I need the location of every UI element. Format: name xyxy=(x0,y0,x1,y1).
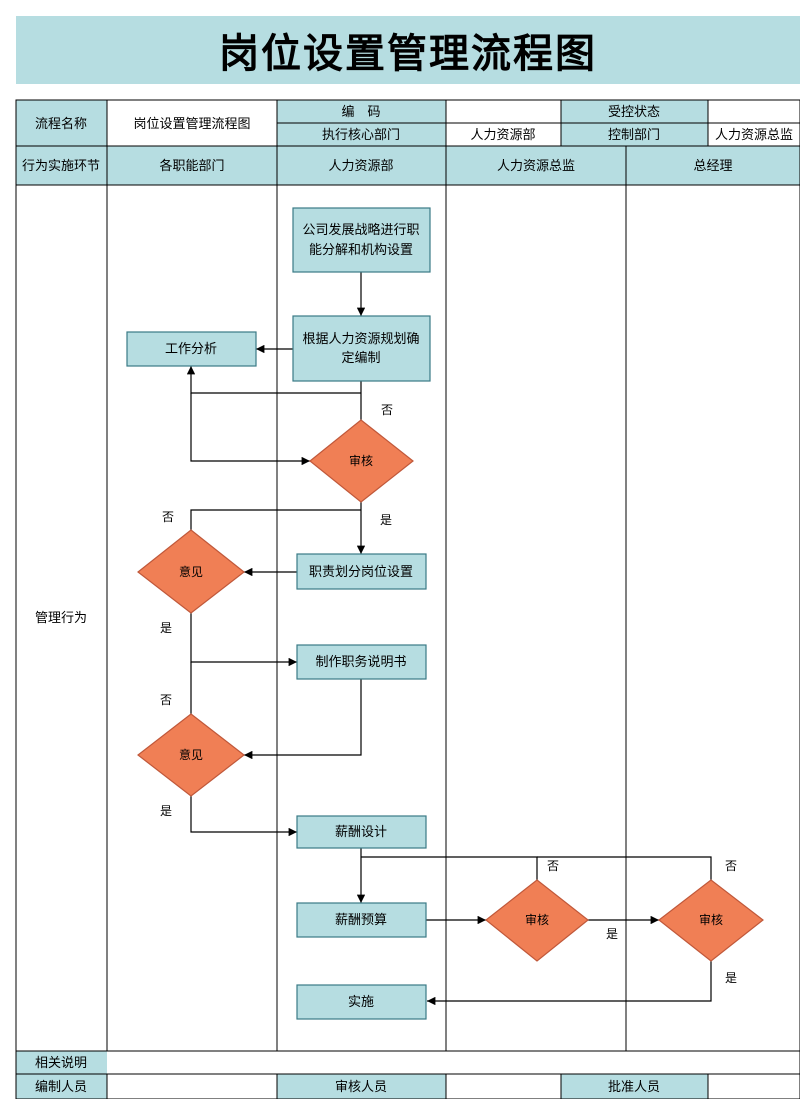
node-staffing-label-1: 根据人力资源规划确 xyxy=(302,331,419,346)
control-status-label: 受控状态 xyxy=(608,104,660,119)
edge-label-yes-review2: 是 xyxy=(606,927,618,941)
node-duties xyxy=(296,553,427,590)
node-job-analysis-label: 工作分析 xyxy=(165,341,217,356)
connectors xyxy=(186,272,712,1006)
notes-label: 相关说明 xyxy=(35,1055,87,1070)
edge-label-yes-opinion2: 是 xyxy=(160,804,172,818)
edge-label-no-opinion2: 否 xyxy=(160,693,172,707)
control-dept-label: 控制部门 xyxy=(608,127,660,142)
node-review3-label: 审核 xyxy=(699,912,723,927)
node-opinion2-label: 意见 xyxy=(179,747,203,762)
node-review2-label: 审核 xyxy=(525,912,549,927)
edge-label-no-review1: 否 xyxy=(381,403,393,417)
process-name-label: 流程名称 xyxy=(35,116,87,131)
node-job-desc-label: 制作职务说明书 xyxy=(315,654,406,669)
node-opinion1 xyxy=(137,529,245,614)
process-boxes xyxy=(126,207,431,1020)
process-name-value: 岗位设置管理流程图 xyxy=(133,116,250,131)
edge-label-no-review3: 否 xyxy=(725,859,737,873)
edge-label-no-review2: 否 xyxy=(547,859,559,873)
table-grid xyxy=(15,99,800,1099)
node-opinion1-label: 意见 xyxy=(179,564,203,579)
node-salary-budget xyxy=(296,902,427,938)
stage-label: 行为实施环节 xyxy=(22,158,100,173)
node-review2 xyxy=(485,879,589,962)
node-salary-design-label: 薪酬设计 xyxy=(335,824,387,839)
compiler-label: 编制人员 xyxy=(35,1079,87,1094)
node-staffing xyxy=(292,315,431,382)
node-job-desc xyxy=(296,644,427,680)
node-review1-label: 审核 xyxy=(349,453,373,468)
node-job-analysis xyxy=(126,331,257,367)
node-salary-budget-label: 薪酬预算 xyxy=(335,912,387,927)
node-salary-design xyxy=(296,815,427,849)
node-opinion2 xyxy=(137,713,245,797)
node-review3 xyxy=(658,879,764,962)
lane-header-depts: 各职能部门 xyxy=(159,158,224,173)
lane-header-gm: 总经理 xyxy=(693,158,732,173)
lane-header-hr: 人力资源部 xyxy=(328,158,393,173)
exec-dept-value: 人力资源部 xyxy=(470,127,535,142)
node-implement xyxy=(296,984,427,1020)
node-staffing-label-2: 定编制 xyxy=(341,350,380,365)
lane-header-hr-director: 人力资源总监 xyxy=(497,158,575,173)
page-title: 岗位设置管理流程图 xyxy=(16,16,800,84)
node-duties-label: 职责划分岗位设置 xyxy=(309,564,413,579)
decision-diamonds xyxy=(137,419,764,962)
edge-label-no-opinion1: 否 xyxy=(162,510,174,524)
edge-label-yes-review3: 是 xyxy=(725,971,737,985)
control-dept-value: 人力资源总监 xyxy=(715,127,793,142)
row-label-management: 管理行为 xyxy=(35,610,87,625)
header-fills xyxy=(16,100,800,1099)
exec-dept-label: 执行核心部门 xyxy=(322,127,400,142)
node-strategy-label-1: 公司发展战略进行职 xyxy=(302,222,419,237)
node-strategy xyxy=(292,207,431,273)
reviewer-label: 审核人员 xyxy=(335,1079,387,1094)
edge-label-yes-opinion1: 是 xyxy=(160,621,172,635)
code-label: 编 码 xyxy=(341,104,380,119)
node-review1 xyxy=(309,419,414,503)
edge-label-yes-review1: 是 xyxy=(380,513,392,527)
node-strategy-label-2: 能分解和机构设置 xyxy=(309,242,413,257)
node-implement-label: 实施 xyxy=(348,994,374,1009)
approver-label: 批准人员 xyxy=(608,1079,660,1094)
